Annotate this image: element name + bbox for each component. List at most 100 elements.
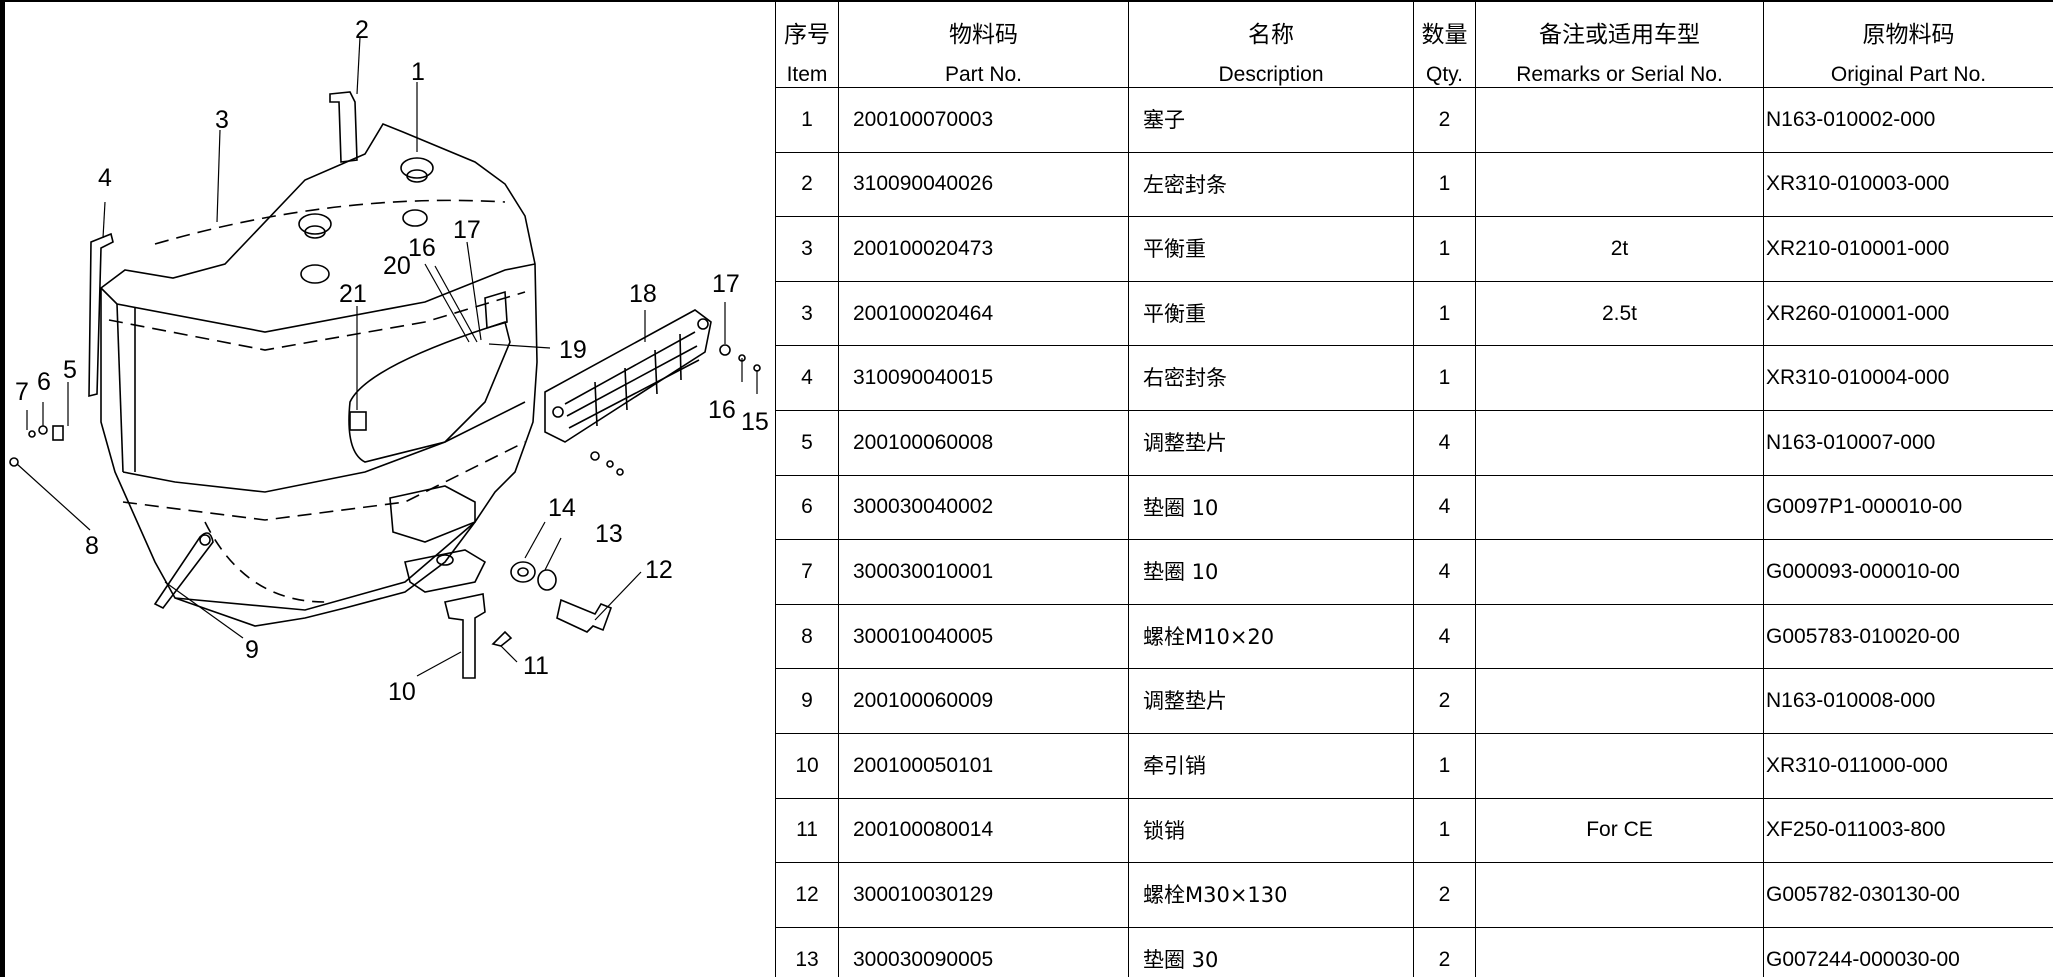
callout-20: 20: [383, 252, 411, 280]
washer-icon: [38, 425, 48, 435]
cell-original-part-no: XR310-011000-000: [1763, 732, 2053, 799]
callout-1: 1: [411, 58, 425, 86]
cell-qty: 2: [1413, 668, 1476, 734]
cell-qty: 4: [1413, 539, 1476, 605]
cell-qty: 1: [1413, 797, 1476, 864]
cell-part-no: 200100060009: [838, 668, 1129, 734]
cell-remarks: [1475, 345, 1764, 411]
washer-30-icon: [510, 561, 536, 583]
cell-remarks: [1475, 926, 1764, 977]
callout-5: 5: [63, 356, 77, 384]
cell-part-no: 310090040026: [838, 151, 1129, 218]
bolt-icon: [9, 457, 19, 467]
callout-3: 3: [215, 106, 229, 134]
cell-description: 牵引销: [1128, 732, 1414, 799]
cell-original-part-no: G007244-000030-00: [1763, 926, 2053, 977]
cell-remarks: [1475, 862, 1764, 928]
cell-remarks: [1475, 539, 1764, 605]
cell-description: 垫圈 10: [1128, 539, 1414, 605]
plug-icon: [298, 213, 332, 235]
cell-part-no: 300030040002: [838, 474, 1129, 541]
cell-item: 3: [775, 280, 839, 347]
cell-description: 塞子: [1128, 87, 1414, 153]
cell-description: 平衡重: [1128, 216, 1414, 282]
cell-item: 5: [775, 409, 839, 476]
cell-original-part-no: N163-010002-000: [1763, 87, 2053, 153]
callout-17: 17: [453, 216, 481, 244]
cell-qty: 2: [1413, 862, 1476, 928]
cell-remarks: 2.5t: [1475, 280, 1764, 347]
left-seal-strip: [329, 91, 358, 163]
cell-original-part-no: XR260-010001-000: [1763, 280, 2053, 347]
cell-qty: 1: [1413, 216, 1476, 282]
washer-icon: [719, 344, 731, 356]
cell-item: 1: [775, 87, 839, 153]
rear-grille: [544, 309, 712, 443]
hole-icon: [300, 264, 330, 284]
lock-pin-icon: [491, 630, 513, 647]
tow-slot-lower: [404, 549, 487, 593]
cell-item: 13: [775, 926, 839, 977]
cell-original-part-no: N163-010008-000: [1763, 668, 2053, 734]
cell-qty: 1: [1413, 280, 1476, 347]
cell-qty: 4: [1413, 409, 1476, 476]
cell-remarks: [1475, 603, 1764, 670]
cell-remarks: 2t: [1475, 216, 1764, 282]
cell-remarks: [1475, 151, 1764, 218]
cell-description: 螺栓M30×130: [1128, 862, 1414, 928]
callout-6: 6: [37, 368, 51, 396]
cell-original-part-no: G005782-030130-00: [1763, 862, 2053, 928]
cell-remarks: [1475, 668, 1764, 734]
callout-15: 15: [741, 408, 769, 436]
callout-21: 21: [339, 280, 367, 308]
cell-item: 3: [775, 216, 839, 282]
cell-item: 4: [775, 345, 839, 411]
cell-item: 9: [775, 668, 839, 734]
callout-4: 4: [98, 164, 112, 192]
right-seal-strip: [88, 232, 114, 398]
cell-item: 8: [775, 603, 839, 670]
shim-icon: [52, 425, 64, 441]
cell-remarks: [1475, 474, 1764, 541]
callout-18: 18: [629, 280, 657, 308]
cell-qty: 4: [1413, 603, 1476, 670]
rear-recess: [348, 320, 511, 463]
cell-remarks: [1475, 732, 1764, 799]
hole-icon: [402, 209, 428, 227]
cell-part-no: 300010030129: [838, 862, 1129, 928]
callout-7: 7: [15, 378, 29, 406]
cell-item: 10: [775, 732, 839, 799]
cell-qty: 4: [1413, 474, 1476, 541]
callout-14: 14: [548, 494, 576, 522]
callout-8: 8: [85, 532, 99, 560]
cell-part-no: 200100060008: [838, 409, 1129, 476]
callout-17: 17: [712, 270, 740, 298]
callout-10: 10: [388, 678, 416, 706]
callout-2: 2: [355, 16, 369, 44]
tow-pin-icon: [444, 593, 486, 679]
cell-item: 6: [775, 474, 839, 541]
cell-part-no: 300030010001: [838, 539, 1129, 605]
washer-icon: [537, 569, 557, 591]
cell-part-no: 200100020464: [838, 280, 1129, 347]
cell-original-part-no: G000093-000010-00: [1763, 539, 2053, 605]
cell-part-no: 200100050101: [838, 732, 1129, 799]
exploded-parts-diagram: 1 2 3 4 5 6 7 8 9 10 11 12 13 14 15 16 1…: [5, 2, 775, 977]
